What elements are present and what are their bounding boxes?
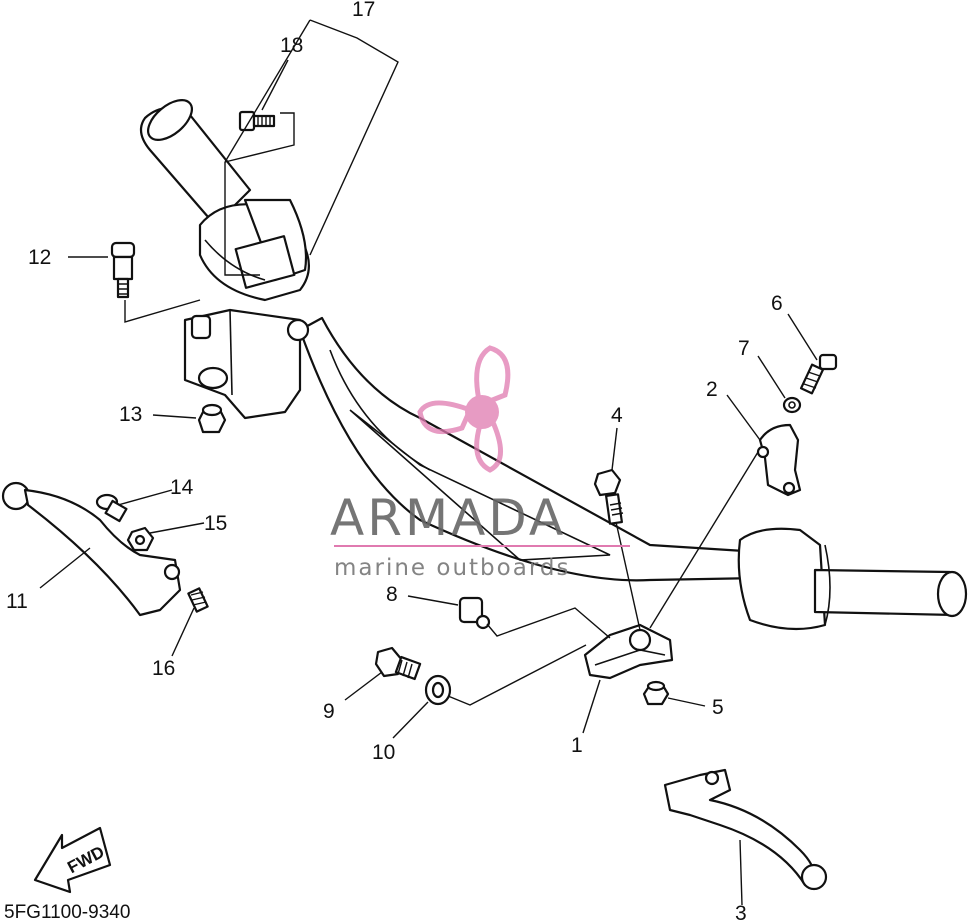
watermark-tagline: marine outboards — [334, 555, 570, 581]
left-switch-housing — [198, 198, 310, 302]
callout-8: 8 — [386, 583, 398, 606]
nut-5 — [642, 680, 670, 706]
nut-13 — [197, 403, 227, 434]
callout-10: 10 — [372, 741, 395, 764]
callout-13: 13 — [119, 403, 142, 426]
fwd-arrow: FWD — [33, 826, 112, 894]
callout-3: 3 — [735, 902, 747, 921]
lever-3 — [663, 768, 828, 891]
washer-10 — [424, 674, 452, 706]
callout-15: 15 — [204, 512, 227, 535]
callout-4: 4 — [611, 404, 623, 427]
leader-lines — [39, 19, 818, 906]
screw-6 — [799, 353, 838, 395]
callout-11: 11 — [6, 590, 28, 613]
bolt-12 — [110, 241, 136, 299]
callout-14: 14 — [170, 476, 194, 499]
screw-16 — [187, 587, 209, 613]
propeller-blade-right — [474, 416, 503, 473]
right-grip — [737, 527, 968, 631]
bolt-14 — [95, 493, 128, 523]
bolt-4 — [593, 468, 641, 631]
callout-5: 5 — [712, 696, 724, 719]
watermark-propeller-logo — [417, 345, 511, 473]
bolt-9 — [374, 646, 422, 681]
callout-17: 17 — [352, 0, 375, 21]
propeller-hub — [465, 395, 499, 429]
switch-8 — [458, 596, 491, 630]
washer-7 — [782, 396, 802, 414]
callout-16: 16 — [152, 657, 175, 680]
callout-7: 7 — [738, 337, 750, 360]
callout-9: 9 — [323, 700, 335, 723]
callout-12: 12 — [28, 246, 51, 269]
lever-holder-left — [183, 308, 310, 420]
callout-1: 1 — [571, 734, 583, 757]
nut-15 — [126, 526, 155, 552]
watermark-brand: ARMADA — [330, 489, 566, 547]
part-code: 5FG1100-9340 — [4, 902, 130, 921]
bracket-2 — [756, 423, 802, 497]
handlebar — [298, 316, 762, 582]
screw-18 — [238, 110, 276, 132]
callout-labels: 1 2 3 4 5 6 7 8 9 10 11 12 13 14 15 16 1… — [6, 0, 783, 921]
callout-18: 18 — [280, 34, 303, 57]
propeller-blade-left — [417, 400, 474, 434]
lever-11 — [1, 481, 182, 617]
callout-6: 6 — [771, 292, 783, 315]
master-cylinder-holder-1 — [583, 623, 674, 680]
propeller-blade-top — [474, 345, 511, 409]
callout-2: 2 — [706, 378, 718, 401]
